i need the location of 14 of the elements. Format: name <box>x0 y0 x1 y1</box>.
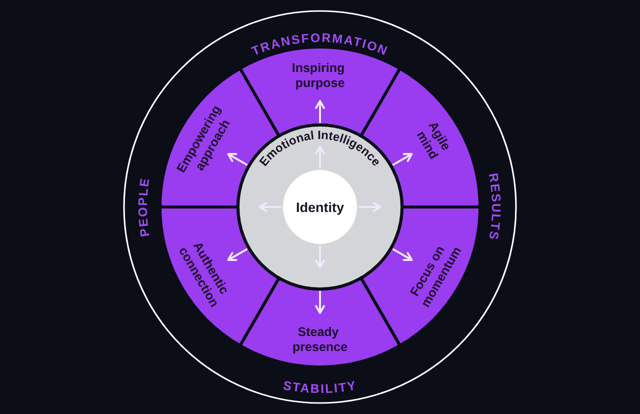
segment-label: Inspiring purpose <box>292 61 345 90</box>
arrow <box>227 153 248 166</box>
center-circle <box>283 170 357 244</box>
center-label: Identity <box>296 200 344 215</box>
arrow <box>258 202 282 212</box>
arrow <box>315 291 325 314</box>
arrow <box>315 246 325 268</box>
arrow <box>392 248 413 261</box>
arrow <box>358 202 382 212</box>
arrow <box>315 100 325 123</box>
arrow <box>227 248 248 261</box>
arrow <box>392 153 413 166</box>
segment-label: Steady presence <box>292 325 348 354</box>
quadrant-label: STABILITY <box>282 378 358 396</box>
